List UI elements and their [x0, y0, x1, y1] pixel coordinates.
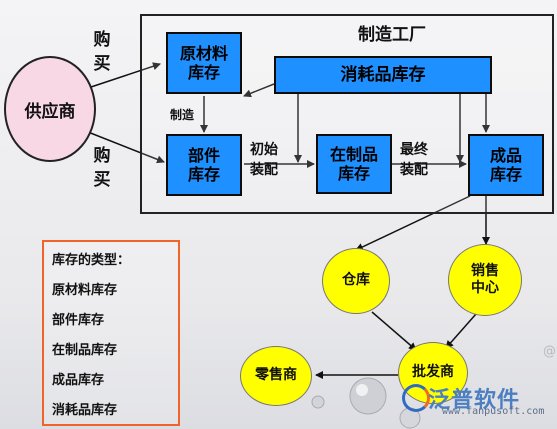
legend-item: 原材料库存: [52, 283, 118, 298]
legend-item: 在制品库存: [52, 343, 118, 358]
at-symbol-watermark: @: [543, 344, 556, 359]
inventory-types-legend: 库存的类型： 原材料库存 部件库存 在制品库存 成品库存 消耗品库存: [42, 240, 180, 426]
parts-line2: 库存: [187, 165, 220, 184]
factory-title: 制造工厂: [358, 25, 426, 45]
raw-material-line2: 库存: [187, 63, 220, 82]
supplier-node: 供应商: [4, 56, 96, 162]
wip-line1: 在制品: [329, 144, 378, 164]
raw-material-line1: 原材料: [179, 43, 228, 63]
arrow-sales-wholesaler: [445, 313, 477, 349]
arrow-supplier-parts: [87, 131, 165, 164]
retailer-node: 零售商: [240, 346, 312, 406]
decorative-bubbles: [311, 377, 421, 429]
brand-name: 泛普软件: [428, 388, 521, 413]
initial-assembly-label: 初始装配: [250, 142, 278, 178]
sales-center-node: 销售 中心: [448, 244, 522, 316]
arrow-warehouse-wholesaler: [371, 311, 417, 351]
buy-label-top: 购买: [93, 30, 111, 74]
consumables-label: 消耗品库存: [340, 64, 426, 85]
final-assembly-label: 最终装配: [400, 142, 428, 178]
finished-goods-inventory: 成品 库存: [468, 134, 544, 196]
legend-item: 成品库存: [52, 373, 105, 388]
legend-item: 部件库存: [52, 313, 105, 328]
arrow-finished-warehouse: [355, 195, 471, 251]
finished-line1: 成品: [489, 145, 522, 165]
sales-line2: 中心: [471, 280, 499, 296]
wip-line2: 库存: [337, 164, 370, 183]
brand-logo-icon: [402, 384, 430, 412]
supplier-label: 供应商: [24, 101, 76, 122]
finished-line2: 库存: [489, 165, 522, 184]
warehouse-node: 仓库: [322, 248, 390, 314]
legend-item: 消耗品库存: [52, 403, 118, 418]
brand-url: www.fanpusoft.com: [442, 406, 545, 417]
manufacture-label: 制造: [170, 108, 195, 122]
sales-line1: 销售: [471, 262, 499, 279]
warehouse-label: 仓库: [342, 272, 370, 289]
retailer-label: 零售商: [255, 367, 297, 384]
wholesaler-label: 批发商: [412, 364, 454, 381]
buy-label-bottom: 购买: [93, 146, 111, 190]
wip-inventory: 在制品 库存: [316, 134, 392, 194]
consumables-inventory: 消耗品库存: [274, 56, 492, 94]
arrow-consumables-raw: [243, 83, 275, 98]
legend-title: 库存的类型：: [52, 253, 131, 268]
parts-line1: 部件: [187, 145, 220, 165]
raw-material-inventory: 原材料 库存: [166, 32, 242, 94]
arrow-supplier-raw: [87, 62, 161, 89]
parts-inventory: 部件 库存: [166, 134, 242, 196]
